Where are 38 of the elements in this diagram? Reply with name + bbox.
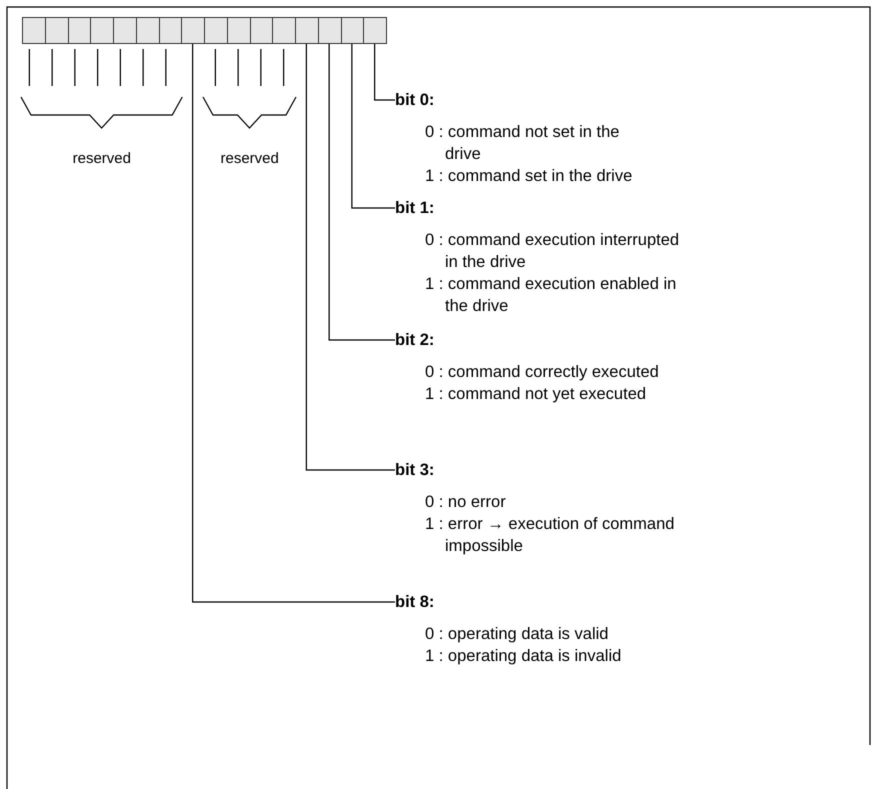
leader-line xyxy=(192,44,395,603)
reserved-label: reserved xyxy=(220,150,279,167)
bit-heading: bit 8: xyxy=(395,592,436,613)
bit-heading: bit 3: xyxy=(395,460,436,481)
bit-value-text: 0 : command correctly executed xyxy=(425,362,660,383)
bit-cell xyxy=(44,17,68,44)
bit-cell xyxy=(68,17,92,44)
bit-cell xyxy=(272,17,296,44)
bit-cell xyxy=(250,17,274,44)
bit-heading: bit 2: xyxy=(395,330,436,351)
bit-value-text: 1 : error → execution of command impossible xyxy=(425,514,676,557)
bit-cell xyxy=(158,17,182,44)
leader-line xyxy=(306,44,395,471)
bit-heading: bit 1: xyxy=(395,198,436,219)
leader-line xyxy=(374,44,395,101)
bit-value-text: 0 : no error xyxy=(425,492,507,513)
bit-value-text: 0 : operating data is valid xyxy=(425,624,610,645)
reserved-label: reserved xyxy=(72,150,131,167)
bit-value-text: 1 : operating data is invalid xyxy=(425,646,622,667)
bit-cell xyxy=(113,17,137,44)
bit-cell xyxy=(181,17,205,44)
bit-cell xyxy=(363,17,387,44)
bit-heading: bit 0: xyxy=(395,90,436,111)
bit-cell xyxy=(226,17,250,44)
bit-value-text: 0 : command execution interrupted in the drive xyxy=(425,230,680,273)
bit-cell xyxy=(136,17,160,44)
bit-cell xyxy=(204,17,228,44)
bit-value-text: 1 : command not yet executed xyxy=(425,384,648,405)
bit-value-text: 1 : command set in the drive xyxy=(425,166,634,187)
bit-cell xyxy=(22,17,46,44)
bit-value-text: 0 : command not set in the drive xyxy=(425,122,620,165)
bit-cell xyxy=(318,17,342,44)
leader-line xyxy=(328,44,395,341)
leader-line xyxy=(351,44,395,209)
bit-value-text: 1 : command execution enabled in the drive xyxy=(425,274,678,317)
bit-cell xyxy=(295,17,319,44)
bit-cell xyxy=(340,17,364,44)
bit-cell xyxy=(90,17,114,44)
